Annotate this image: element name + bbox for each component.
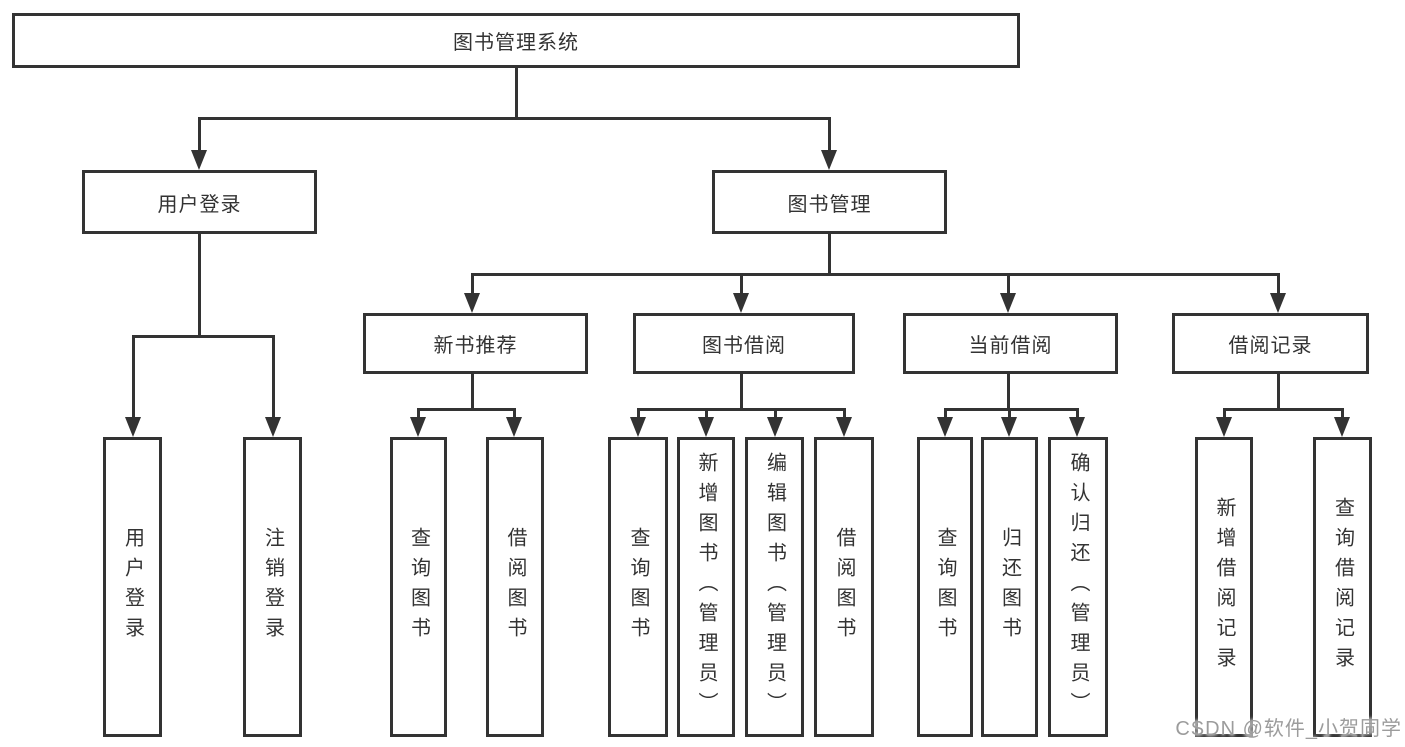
connector-records-bus (1223, 408, 1344, 411)
leaf-confirm-return-admin: 确认归还（管理员） (1048, 437, 1108, 737)
connector-shaft (1223, 408, 1226, 419)
leaf-query-books-current-label: 查询图书 (934, 527, 956, 647)
leaf-borrow-books-borrow-label: 借阅图书 (833, 527, 855, 647)
leaf-query-books-borrow-label: 查询图书 (627, 527, 649, 647)
leaf-edit-book-admin: 编辑图书（管理员） (745, 437, 804, 737)
leaf-logout-label: 注销登录 (261, 527, 284, 647)
leaf-borrow-books-recommend: 借阅图书 (486, 437, 544, 737)
connector-shaft (843, 408, 846, 419)
arrow-down-icon (1270, 293, 1286, 313)
connector-current-bus (944, 408, 1079, 411)
arrow-down-icon (1069, 417, 1085, 437)
connector-shaft (774, 408, 777, 419)
node-user-login-label: 用户登录 (157, 193, 242, 216)
leaf-edit-book-admin-label: 编辑图书（管理员） (763, 452, 786, 722)
leaf-add-borrow-record: 新增借阅记录 (1195, 437, 1253, 737)
leaf-query-books-recommend-label: 查询图书 (407, 527, 430, 647)
arrow-down-icon (767, 417, 783, 437)
arrow-down-icon (821, 150, 837, 170)
leaf-query-books-borrow: 查询图书 (608, 437, 668, 737)
connector-shaft (1341, 408, 1344, 419)
connector-current-stem (1007, 374, 1010, 410)
arrow-down-icon (733, 293, 749, 313)
node-borrow-records-label: 借阅记录 (1228, 335, 1313, 357)
connector-root-bus (198, 117, 831, 120)
connector-book-mgmt-bus (471, 273, 1279, 276)
leaf-query-borrow-record: 查询借阅记录 (1313, 437, 1372, 737)
connector-shaft (740, 273, 743, 296)
node-new-book-recommend: 新书推荐 (363, 313, 588, 374)
connector-shaft (637, 408, 640, 419)
connector-shaft (198, 117, 201, 153)
node-user-login: 用户登录 (82, 170, 317, 234)
connector-shaft (471, 273, 474, 296)
arrow-down-icon (410, 417, 426, 437)
connector-recommend-stem (471, 374, 474, 410)
connector-shaft (1007, 273, 1010, 296)
node-root-label: 图书管理系统 (453, 32, 579, 54)
arrow-down-icon (191, 150, 207, 170)
node-book-management: 图书管理 (712, 170, 947, 234)
node-current-borrow: 当前借阅 (903, 313, 1118, 374)
leaf-return-book: 归还图书 (981, 437, 1038, 737)
arrow-down-icon (1000, 293, 1016, 313)
connector-shaft (513, 408, 516, 419)
leaf-add-borrow-record-label: 新增借阅记录 (1213, 497, 1235, 677)
connector-shaft (1076, 408, 1079, 419)
arrow-down-icon (265, 417, 281, 437)
node-borrow-records: 借阅记录 (1172, 313, 1369, 374)
node-book-borrow: 图书借阅 (633, 313, 855, 374)
arrow-down-icon (630, 417, 646, 437)
connector-shaft (944, 408, 947, 419)
arrow-down-icon (506, 417, 522, 437)
connector-shaft (132, 335, 135, 420)
connector-shaft (272, 335, 275, 420)
node-new-book-recommend-label: 新书推荐 (433, 335, 518, 357)
arrow-down-icon (937, 417, 953, 437)
arrow-down-icon (125, 417, 141, 437)
leaf-logout: 注销登录 (243, 437, 302, 737)
arrow-down-icon (698, 417, 714, 437)
leaf-borrow-books-borrow: 借阅图书 (814, 437, 874, 737)
connector-shaft (705, 408, 708, 419)
csdn-watermark: CSDN @软件_小贺同学 (1175, 718, 1402, 740)
node-book-management-label: 图书管理 (787, 193, 872, 216)
connector-book-mgmt-stem (828, 234, 831, 275)
arrow-down-icon (836, 417, 852, 437)
connector-shaft (828, 117, 831, 153)
leaf-add-book-admin: 新增图书（管理员） (677, 437, 735, 737)
leaf-return-book-label: 归还图书 (998, 527, 1021, 647)
leaf-user-login: 用户登录 (103, 437, 162, 737)
leaf-borrow-books-recommend-label: 借阅图书 (504, 527, 526, 647)
connector-shaft (1008, 408, 1011, 419)
connector-root-stem (515, 67, 518, 119)
leaf-query-books-current: 查询图书 (917, 437, 973, 737)
connector-shaft (417, 408, 420, 419)
arrow-down-icon (464, 293, 480, 313)
leaf-user-login-label: 用户登录 (121, 527, 144, 647)
connector-recommend-bus (417, 408, 516, 411)
connector-user-login-stem (198, 234, 201, 337)
node-book-borrow-label: 图书借阅 (702, 335, 786, 357)
leaf-query-books-recommend: 查询图书 (390, 437, 447, 737)
node-current-borrow-label: 当前借阅 (968, 335, 1053, 357)
connector-borrow-stem (740, 374, 743, 410)
connector-shaft (1277, 273, 1280, 296)
leaf-add-book-admin-label: 新增图书（管理员） (695, 452, 717, 722)
leaf-query-borrow-record-label: 查询借阅记录 (1331, 497, 1354, 677)
connector-user-login-bus (132, 335, 274, 338)
arrow-down-icon (1216, 417, 1232, 437)
arrow-down-icon (1001, 417, 1017, 437)
connector-records-stem (1277, 374, 1280, 410)
connector-borrow-bus (637, 408, 845, 411)
node-root: 图书管理系统 (12, 13, 1020, 68)
leaf-confirm-return-admin-label: 确认归还（管理员） (1067, 452, 1089, 722)
arrow-down-icon (1334, 417, 1350, 437)
